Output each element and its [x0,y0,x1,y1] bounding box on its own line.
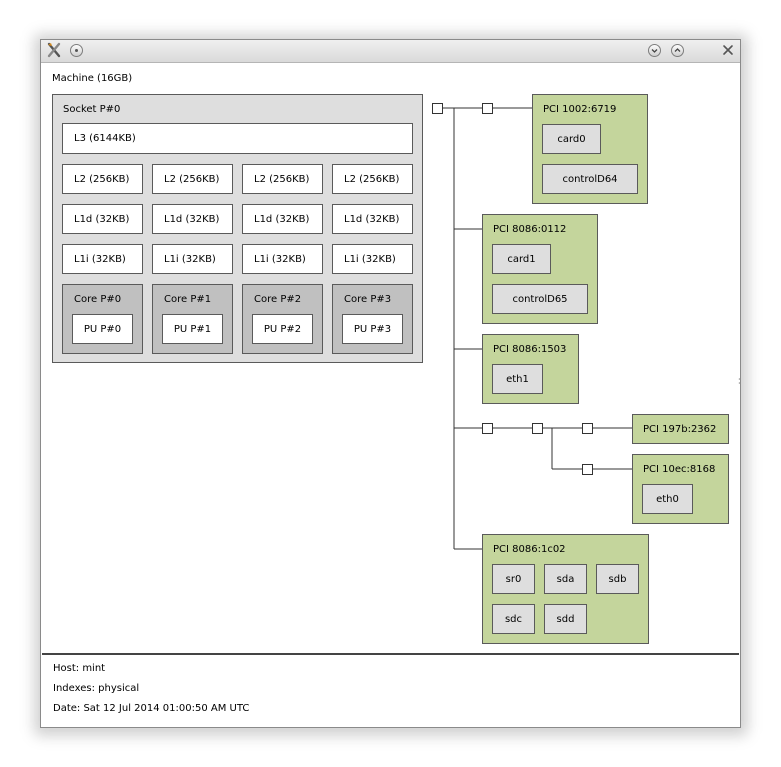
pci-label: PCI 8086:0112 [493,224,567,235]
l1d-cache-box: L1d (32KB) [242,204,323,234]
core-label: Core P#3 [344,294,392,305]
core-box: Core P#1 PU P#1 [152,284,233,354]
bridge-node [582,423,593,434]
l2-cache-box: L2 (256KB) [62,164,143,194]
footer-host: Host: mint [53,663,106,674]
menu-icon [75,49,78,52]
l2-cache-box: L2 (256KB) [242,164,323,194]
core-box: Core P#3 PU P#3 [332,284,413,354]
device-eth1: eth1 [492,364,543,394]
device-sdb: sdb [596,564,639,594]
device-sdc: sdc [492,604,535,634]
core-label: Core P#2 [254,294,302,305]
pci-bus-wires [432,103,633,550]
pci-8086-0112-box: PCI 8086:0112 card1 controlD65 [482,214,598,324]
l2-cache-label: L2 (256KB) [344,174,400,185]
l1i-cache-label: L1i (32KB) [254,254,306,265]
pci-label: PCI 8086:1c02 [493,544,566,555]
close-icon[interactable] [721,43,735,57]
footer-date: Date: Sat 12 Jul 2014 01:00:50 AM UTC [53,703,250,714]
resize-grip-icon[interactable] [738,377,741,385]
l1d-cache-box: L1d (32KB) [332,204,413,234]
l1i-cache-box: L1i (32KB) [62,244,143,274]
l2-cache-label: L2 (256KB) [254,174,310,185]
pci-1002-6719-box: PCI 1002:6719 card0 controlD64 [532,94,648,204]
l2-cache-label: L2 (256KB) [74,174,130,185]
l1i-cache-box: L1i (32KB) [152,244,233,274]
pu-box: PU P#0 [72,314,133,344]
pci-10ec-8168-box: PCI 10ec:8168 eth0 [632,454,729,524]
device-controlD65: controlD65 [492,284,588,314]
maximize-button[interactable] [671,44,684,57]
device-sda: sda [544,564,587,594]
l1d-cache-box: L1d (32KB) [62,204,143,234]
machine-label: Machine (16GB) [52,73,133,84]
bridge-node [532,423,543,434]
l1d-cache-label: L1d (32KB) [254,214,310,225]
bridge-node [482,103,493,114]
lstopo-window: Machine (16GB) Socket P#0 L3 (6144KB) L2… [40,39,741,728]
l1i-cache-box: L1i (32KB) [332,244,413,274]
l2-cache-box: L2 (256KB) [332,164,413,194]
title-bar[interactable] [41,40,740,63]
bridge-node [432,103,443,114]
device-card1: card1 [492,244,551,274]
l3-cache-box: L3 (6144KB) [62,123,413,154]
bridge-node [582,464,593,475]
l1d-cache-label: L1d (32KB) [344,214,400,225]
maximize-icon [674,48,681,52]
core-label: Core P#0 [74,294,122,305]
footer-indexes: Indexes: physical [53,683,140,694]
pu-box: PU P#2 [252,314,313,344]
minimize-icon [651,49,658,53]
x-tools-icon [47,42,61,58]
l2-cache-label: L2 (256KB) [164,174,220,185]
menu-button[interactable] [70,44,83,57]
l1i-cache-label: L1i (32KB) [164,254,216,265]
core-label: Core P#1 [164,294,212,305]
l1d-cache-label: L1d (32KB) [74,214,130,225]
pci-8086-1503-box: PCI 8086:1503 eth1 [482,334,579,404]
l1d-cache-box: L1d (32KB) [152,204,233,234]
bridge-node [482,423,493,434]
pci-label: PCI 10ec:8168 [643,464,716,475]
topology-canvas: Machine (16GB) Socket P#0 L3 (6144KB) L2… [42,63,739,655]
device-eth0: eth0 [642,484,693,514]
l1d-cache-label: L1d (32KB) [164,214,220,225]
l3-cache-label: L3 (6144KB) [74,133,136,144]
device-card0: card0 [542,124,601,154]
pci-label: PCI 1002:6719 [543,104,617,115]
l1i-cache-label: L1i (32KB) [344,254,396,265]
pci-label: PCI 197b:2362 [643,424,717,435]
core-box: Core P#0 PU P#0 [62,284,143,354]
device-sr0: sr0 [492,564,535,594]
pu-box: PU P#1 [162,314,223,344]
l1i-cache-label: L1i (32KB) [74,254,126,265]
l1i-cache-box: L1i (32KB) [242,244,323,274]
device-sdd: sdd [544,604,587,634]
pci-8086-1c02-box: PCI 8086:1c02 sr0 sda sdb sdc sdd [482,534,649,644]
pu-box: PU P#3 [342,314,403,344]
device-controlD64: controlD64 [542,164,638,194]
core-box: Core P#2 PU P#2 [242,284,323,354]
minimize-button[interactable] [648,44,661,57]
socket-label: Socket P#0 [63,104,121,115]
pci-197b-2362-box: PCI 197b:2362 [632,414,729,444]
pci-label: PCI 8086:1503 [493,344,567,355]
l2-cache-box: L2 (256KB) [152,164,233,194]
socket-box: Socket P#0 L3 (6144KB) L2 (256KB) L2 (25… [52,94,423,363]
